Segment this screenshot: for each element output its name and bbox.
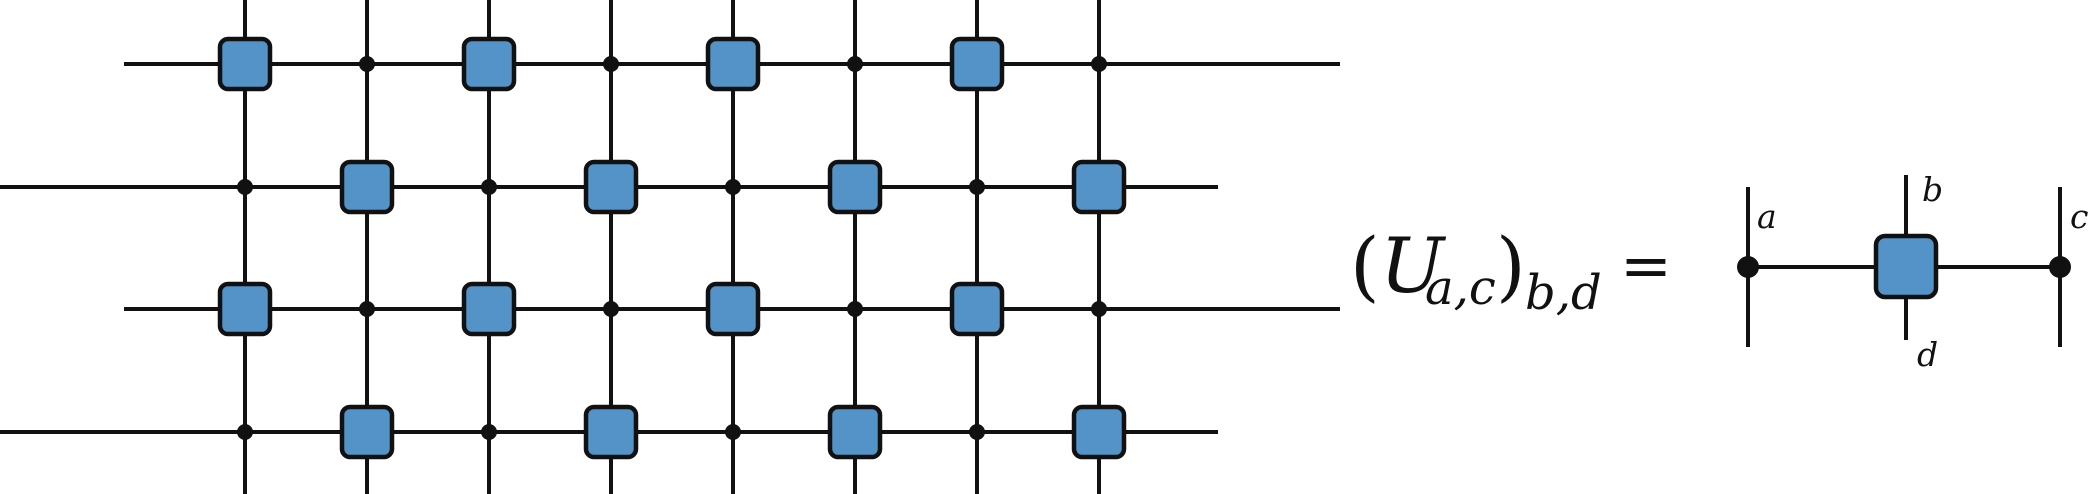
row-4-node-7: [969, 424, 985, 440]
row-2-tensor-2: [339, 159, 395, 215]
row-1-node-8: [1091, 56, 1107, 72]
row-3-node-8: [1091, 301, 1107, 317]
row-3-node-4: [603, 301, 619, 317]
equation-open-paren: (: [1350, 221, 1380, 310]
right-node: [2049, 256, 2071, 278]
row-2-tensor-4: [583, 159, 639, 215]
row-1-tensor-1: [217, 36, 273, 92]
equation-close-paren: ): [1496, 221, 1526, 310]
leg-label-b: b: [1922, 170, 1943, 209]
equation-equals: =: [1620, 229, 1672, 302]
unitary-tensor-example: a b c d: [1737, 170, 2088, 374]
row-4-node-3: [481, 424, 497, 440]
row-3-tensor-5: [705, 281, 761, 337]
row-3-tensor-7: [949, 281, 1005, 337]
row-2-node-3: [481, 179, 497, 195]
unitary-definition-equation: ( U a,c ) b,d =: [1350, 221, 1672, 321]
row-1-tensor-7: [949, 36, 1005, 92]
equation-subscript-bd: b,d: [1525, 265, 1602, 321]
row-1-node-4: [603, 56, 619, 72]
row-3-node-2: [359, 301, 375, 317]
row-3-tensor-1: [217, 281, 273, 337]
leg-label-d: d: [1917, 335, 1938, 374]
row-1-tensor-5: [705, 36, 761, 92]
row-3-tensor-3: [461, 281, 517, 337]
row-2-node-7: [969, 179, 985, 195]
row-4-tensor-8: [1071, 404, 1127, 460]
equation-subscript-ac: a,c: [1425, 260, 1496, 316]
row-1-node-2: [359, 56, 375, 72]
row-4-tensor-2: [339, 404, 395, 460]
tensor-lattice: [0, 0, 1340, 494]
row-2-tensor-6: [827, 159, 883, 215]
left-node: [1737, 256, 1759, 278]
equation-symbol-u: U: [1380, 221, 1447, 310]
leg-label-a: a: [1757, 197, 1777, 236]
row-4-node-5: [725, 424, 741, 440]
row-1-node-6: [847, 56, 863, 72]
row-4-tensor-4: [583, 404, 639, 460]
leg-label-c: c: [2070, 197, 2088, 236]
unitary-tensor-box: [1873, 233, 1939, 300]
row-2-node-5: [725, 179, 741, 195]
row-4-tensor-6: [827, 404, 883, 460]
row-1-tensor-3: [461, 36, 517, 92]
row-2-node-1: [237, 179, 253, 195]
row-4-node-1: [237, 424, 253, 440]
row-2-tensor-8: [1071, 159, 1127, 215]
row-3-node-6: [847, 301, 863, 317]
